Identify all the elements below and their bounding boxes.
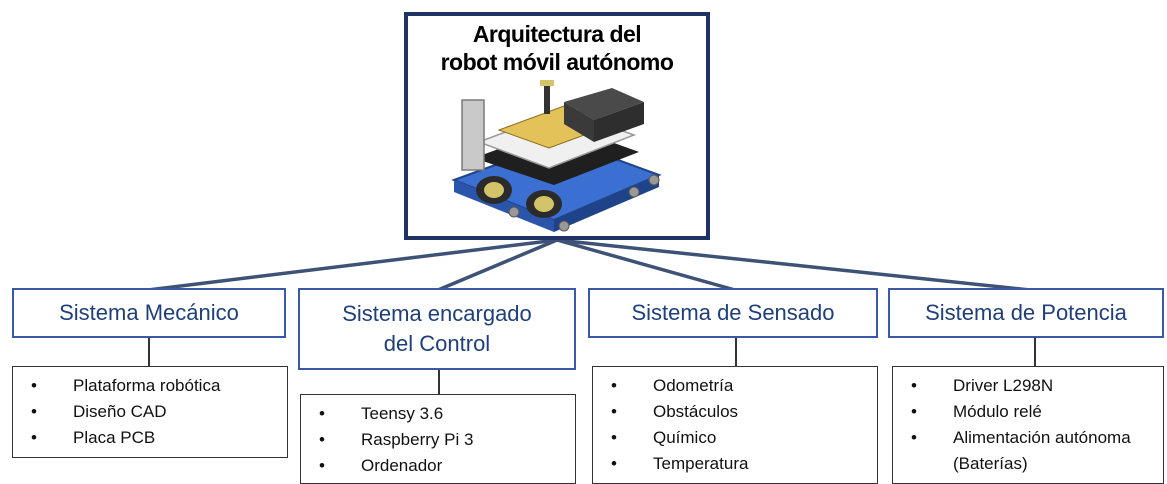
list-item: •Químico: [611, 428, 717, 447]
connector-potencia: [556, 238, 1031, 292]
system-mecanico-details: •Plataforma robótica •Diseño CAD •Placa …: [12, 366, 288, 458]
list-item: •Teensy 3.6: [319, 404, 444, 423]
connector-sensado: [556, 238, 736, 292]
list-item: •Raspberry Pi 3: [319, 430, 474, 449]
system-sensado-box: Sistema de Sensado: [588, 288, 878, 338]
root-title-line2: robot móvil autónomo: [440, 49, 674, 75]
list-item: •Driver L298N: [911, 376, 1054, 395]
system-sensado-details: •Odometría •Obstáculos •Químico •Tempera…: [592, 366, 878, 484]
system-mecanico-box: Sistema Mecánico: [12, 288, 286, 338]
list-item: •Temperatura: [611, 454, 749, 473]
root-title: Arquitectura del robot móvil autónomo: [408, 20, 706, 76]
system-potencia-box: Sistema de Potencia: [888, 288, 1164, 338]
list-item: •Módulo relé: [911, 402, 1042, 421]
system-sensado-title: Sistema de Sensado: [631, 300, 835, 325]
root-node: Arquitectura del robot móvil autónomo: [404, 12, 710, 240]
system-sensado-connector: [735, 338, 737, 366]
list-item: •Diseño CAD: [31, 402, 167, 421]
system-potencia-details: •Driver L298N •Módulo relé •Alimentación…: [892, 366, 1164, 484]
system-mecanico-title: Sistema Mecánico: [59, 300, 239, 325]
system-control-details: •Teensy 3.6 •Raspberry Pi 3 •Ordenador: [300, 394, 576, 484]
system-potencia-connector: [1034, 338, 1036, 366]
root-title-line1: Arquitectura del: [472, 21, 642, 47]
system-mecanico-connector: [148, 338, 150, 366]
connector-control: [437, 238, 558, 292]
list-item: •Placa PCB: [31, 428, 156, 447]
list-item: •Alimentación autónoma (Baterías): [911, 428, 1131, 473]
system-control-title-line2: del Control: [383, 331, 491, 356]
list-item: •Odometría: [611, 376, 734, 395]
connector-mecanico: [147, 238, 558, 292]
system-control-connector: [438, 370, 440, 394]
system-potencia-title: Sistema de Potencia: [925, 300, 1127, 325]
system-control-box: Sistema encargado del Control: [298, 288, 576, 370]
list-item: •Obstáculos: [611, 402, 739, 421]
list-item: •Plataforma robótica: [31, 376, 221, 395]
robot-illustration: [451, 80, 662, 232]
system-control-title-line1: Sistema encargado: [342, 301, 532, 326]
list-item: •Ordenador: [319, 456, 443, 475]
